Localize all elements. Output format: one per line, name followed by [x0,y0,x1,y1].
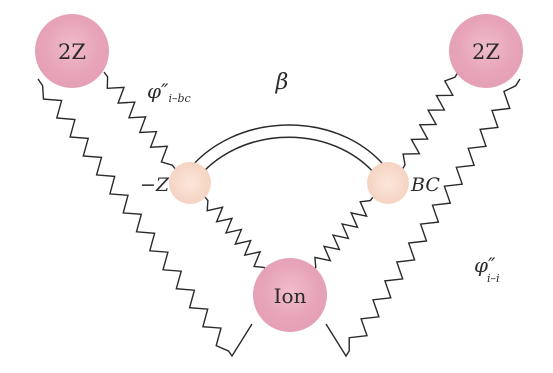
spring-minus-z-to-ion [203,195,269,273]
node-left-2z: 2Z [35,14,109,88]
ion-circle [253,258,327,332]
left-2z-circle [35,14,109,88]
bc-circle [367,162,409,204]
minus-z-label: −Z [140,174,170,196]
beta-arc-outer [183,124,393,177]
phi-i-bc-symbol: φ″ [147,79,169,103]
spring-bc-to-ion [311,195,375,273]
beta-arc-inner [193,136,383,184]
beta-label: β [275,70,289,95]
node-right-2z: 2Z [449,14,523,88]
spring-left-2z-to-ion [37,78,253,358]
right-2z-circle [449,14,523,88]
springs-group [37,71,521,358]
bc-label: BC [410,174,440,196]
node-bc: BC [367,162,440,204]
node-ion: Ion [253,258,327,332]
phi-i-i-subscript: i–i [487,272,500,285]
beta-angle-bond [183,124,393,184]
spring-left-2z-to-minus-z [103,71,177,171]
spring-right-2z-to-ion [325,78,521,358]
minus-z-circle [169,162,211,204]
phi-i-i-symbol: φ″ [474,253,496,277]
phi-i-bc-label: φ″i–bc [147,79,191,105]
left-2z-label: 2Z [58,40,86,64]
ion-label: Ion [274,284,307,308]
phi-i-i-label: φ″i–i [474,253,500,285]
spring-right-2z-to-bc [401,71,459,171]
right-2z-label: 2Z [472,40,500,64]
node-minus-z: −Z [140,162,211,204]
phi-i-bc-subscript: i–bc [168,92,190,105]
